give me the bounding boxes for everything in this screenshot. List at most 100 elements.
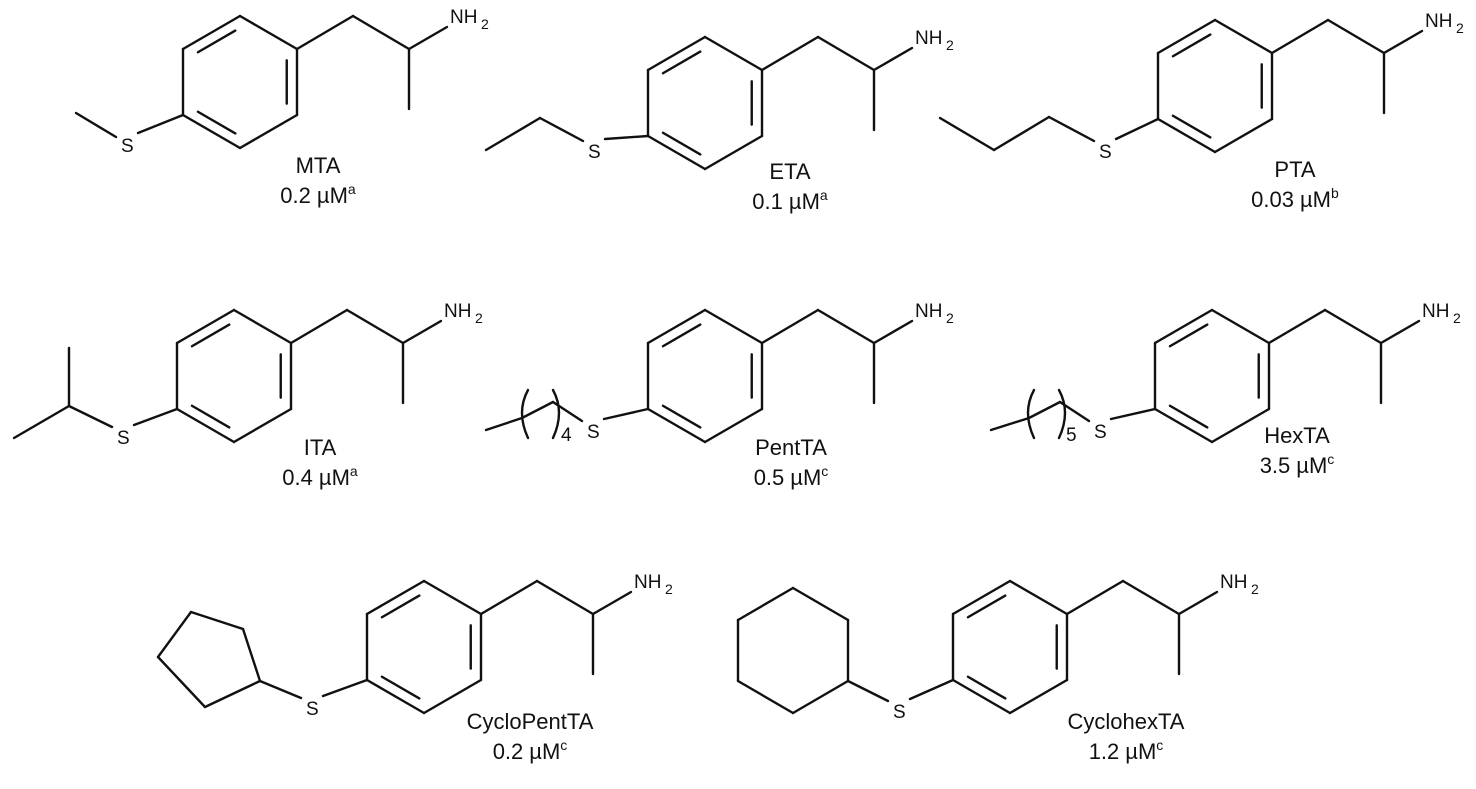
ring-bond: [703, 35, 764, 72]
chain-bond: [479, 579, 539, 616]
ring-bond: [1213, 18, 1274, 55]
ring-bond: [422, 579, 483, 616]
potency-unit: µM: [317, 183, 348, 208]
ring-bond: [422, 678, 483, 715]
ring-double-bond: [966, 594, 1007, 619]
sulfur-ring-bond: [846, 679, 890, 703]
repeat-bracket-left: [520, 388, 530, 440]
amine-bond: [591, 590, 633, 616]
ring-bond: [646, 407, 707, 444]
amine-label: NH: [450, 7, 477, 28]
chain-bond: [289, 308, 349, 345]
potency-number: 1.2: [1089, 739, 1120, 764]
amine-subscript: 2: [481, 16, 489, 32]
ring-double-bond: [1171, 114, 1212, 139]
ring-bond: [181, 113, 242, 150]
chain-bond: [1121, 579, 1181, 616]
amine-subscript: 2: [946, 310, 954, 326]
chain-bond: [1267, 308, 1327, 345]
ring-double-bond: [661, 404, 702, 429]
repeat-bracket-left: [1026, 388, 1036, 440]
compound-name: MTA: [296, 153, 341, 178]
sulfur-ring-bond: [132, 407, 179, 427]
footnote-marker: b: [1331, 185, 1339, 201]
potency-unit: µM: [529, 739, 560, 764]
potency-unit: µM: [319, 465, 350, 490]
ring-bond: [646, 308, 707, 345]
compound-name: PentTA: [755, 435, 827, 460]
chain-bond: [938, 116, 996, 152]
ring-bond: [646, 35, 707, 72]
repeat-count: 4: [561, 425, 572, 446]
ring-bond: [1156, 117, 1217, 154]
potency-unit: µM: [789, 189, 820, 214]
compound-name: HexTA: [1264, 423, 1330, 448]
ring-bond: [175, 308, 236, 345]
potency-number: 0.5: [754, 465, 785, 490]
ring-bond: [951, 579, 1012, 616]
chain-bond: [989, 416, 1031, 432]
ring-bond: [1210, 407, 1271, 444]
amine-bond: [1379, 319, 1421, 345]
methyl-bond: [74, 111, 118, 139]
potency-unit: µM: [1300, 187, 1331, 212]
amine-label: NH: [1425, 11, 1452, 32]
cyclopentane-bond: [156, 610, 193, 659]
sulfur-ring-bond: [258, 679, 303, 700]
amine-bond: [1382, 29, 1424, 55]
ring-bond: [1008, 678, 1069, 715]
potency-number: 0.2: [280, 183, 311, 208]
ring-double-bond: [196, 110, 237, 135]
sulfur-ring-bond: [602, 407, 650, 421]
chain-bond: [538, 116, 585, 143]
amine-bond: [407, 25, 449, 51]
potency-unit: µM: [1296, 453, 1327, 478]
ring-bond: [1153, 407, 1214, 444]
ring-double-bond: [196, 29, 237, 54]
chain-bond: [1047, 115, 1096, 143]
ring-bond: [646, 134, 707, 171]
ring-bond: [365, 579, 426, 616]
compound-name: CyclohexTA: [1068, 709, 1185, 734]
amine-label: NH: [1422, 301, 1449, 322]
sulfur-label: S: [117, 428, 130, 449]
compound-name: ETA: [769, 159, 810, 184]
sulfur-label: S: [121, 136, 134, 157]
sulfur-label: S: [587, 422, 600, 443]
cyclopentane-bond: [203, 679, 262, 709]
ring-bond: [238, 14, 299, 51]
footnote-marker: c: [821, 463, 828, 479]
ring-bond: [1210, 308, 1271, 345]
repeat-bracket-right: [1057, 388, 1067, 440]
potency-number: 0.1: [752, 189, 783, 214]
potency-number: 0.03: [1251, 187, 1294, 212]
footnote-marker: a: [348, 181, 356, 197]
cyclopentane-bond: [156, 655, 207, 709]
chain-bond: [1323, 308, 1383, 345]
chain-bond: [992, 115, 1051, 152]
potency-number: 0.4: [282, 465, 313, 490]
chain-bond: [484, 416, 524, 432]
ring-bond: [181, 14, 242, 51]
ring-bond: [1153, 308, 1214, 345]
amine-label: NH: [444, 301, 471, 322]
compound-name: CycloPentTA: [467, 709, 594, 734]
sulfur-label: S: [588, 142, 601, 163]
footnote-marker: c: [560, 737, 567, 753]
chain-bond: [1027, 400, 1062, 420]
ring-double-bond: [966, 675, 1007, 700]
ring-double-bond: [190, 404, 231, 429]
ring-double-bond: [1168, 404, 1209, 429]
